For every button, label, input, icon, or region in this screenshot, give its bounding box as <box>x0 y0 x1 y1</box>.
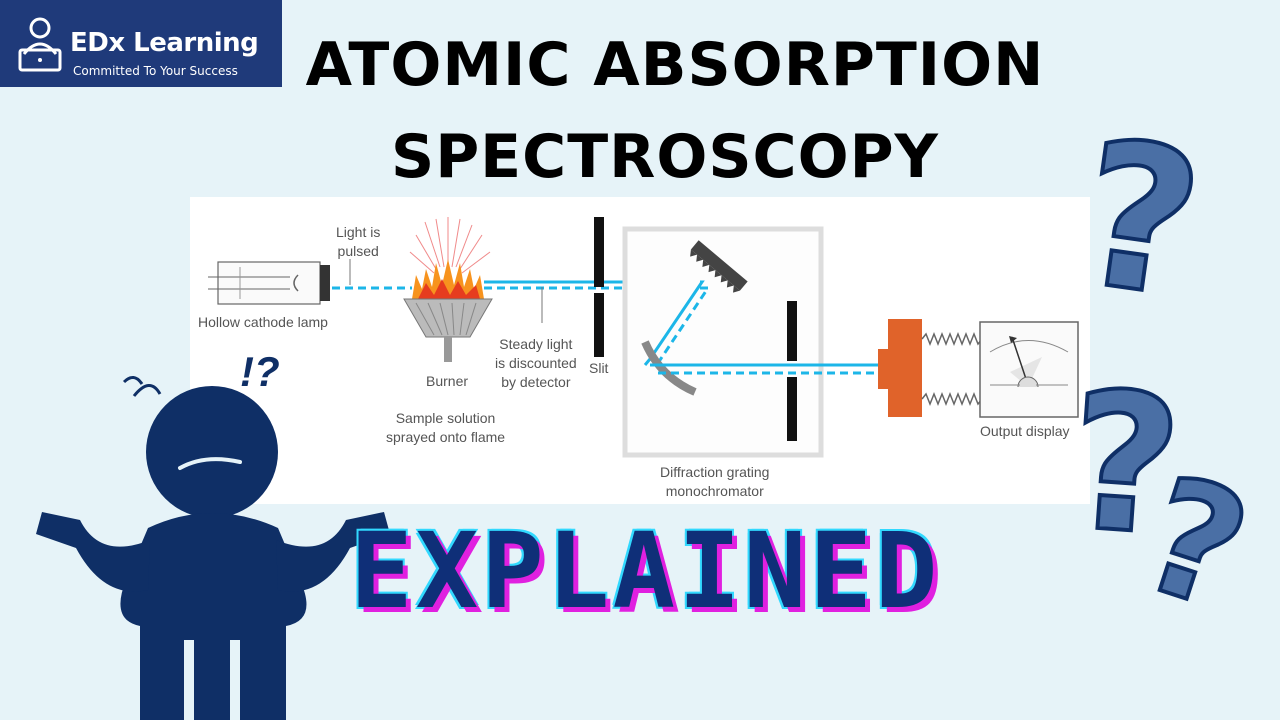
confused-person-figure <box>36 376 390 720</box>
title-line-2: SPECTROSCOPY <box>390 122 939 192</box>
explained-heading: EXPLAINED <box>350 510 941 632</box>
label-output-display: Output display <box>980 423 1070 439</box>
label-steady-light: Steady light is discounted by detector <box>495 336 577 390</box>
brand-tagline: Committed To Your Success <box>73 64 238 78</box>
slit-upper <box>594 217 604 287</box>
brand-logo: EDx Learning Committed To Your Success <box>0 0 282 87</box>
question-marks-group: ? ? ? <box>1060 95 1270 649</box>
interrobang-mark: !? <box>240 348 280 395</box>
person-laptop-icon <box>18 17 62 72</box>
burner-shape <box>403 298 493 338</box>
flame-core <box>418 279 480 299</box>
label-sample-solution: Sample solution sprayed onto flame <box>386 410 506 445</box>
diagram-drawing <box>208 217 1079 458</box>
diffraction-grating <box>690 240 748 293</box>
aas-diagram: Hollow cathode lamp Light is pulsed Burn… <box>190 197 1090 504</box>
label-hollow-cathode-lamp: Hollow cathode lamp <box>198 314 328 330</box>
label-burner: Burner <box>426 373 469 389</box>
label-light-pulsed: Light is pulsed <box>336 224 381 259</box>
question-mark-2: ? <box>1062 350 1187 578</box>
label-slit: Slit <box>589 360 609 376</box>
exit-slit-upper <box>787 301 797 361</box>
question-mark-1: ? <box>1066 97 1213 344</box>
title-line-1: ATOMIC ABSORPTION <box>305 30 1045 100</box>
label-monochromator: Diffraction grating monochromator <box>660 464 770 499</box>
hollow-cathode-lamp-shape <box>208 261 330 305</box>
exit-slit-lower <box>787 377 797 441</box>
slit-lower <box>594 293 604 357</box>
detector-shape <box>888 319 922 417</box>
brand-name: EDx Learning <box>70 28 259 58</box>
flame-rays <box>409 217 491 274</box>
